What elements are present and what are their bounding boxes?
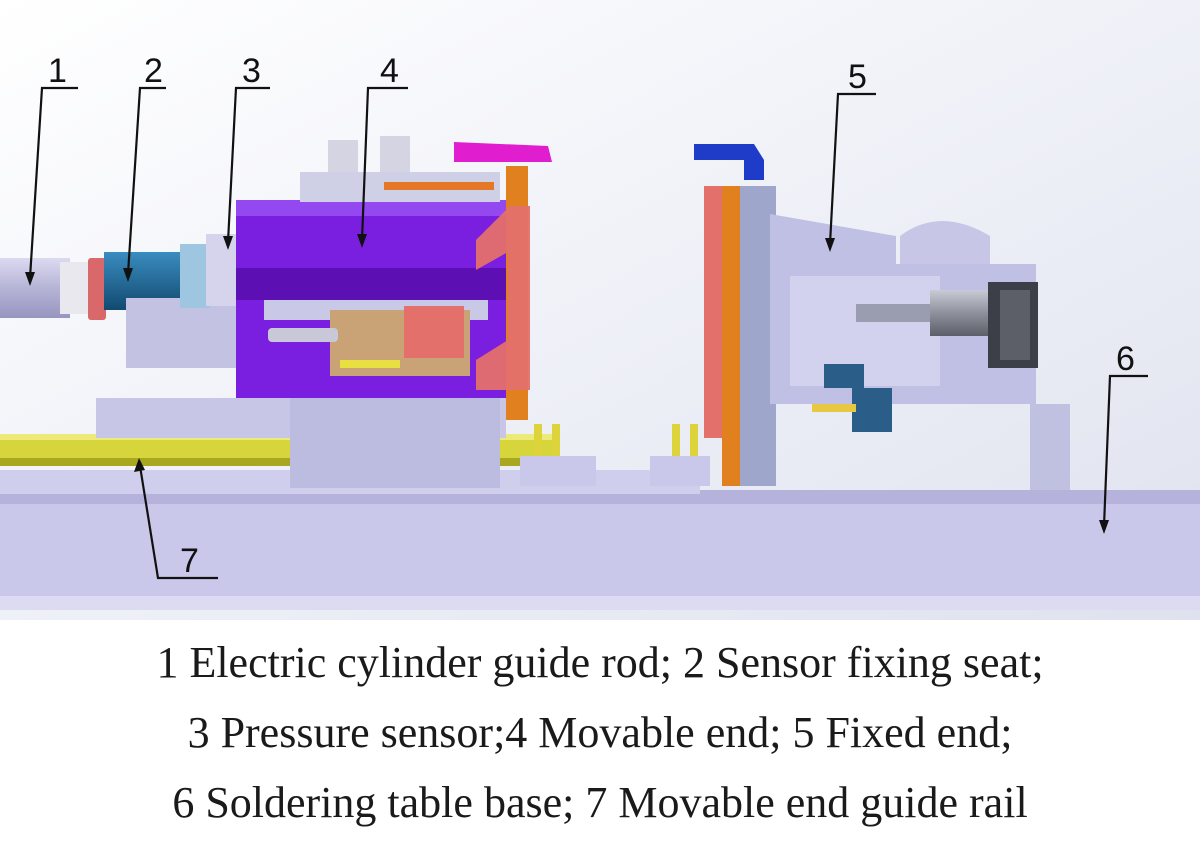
callout-lines <box>25 86 1148 580</box>
welding-fixture-diagram: 1 2 3 4 5 6 7 <box>0 0 1200 620</box>
electric-cylinder-guide-rod <box>0 258 90 318</box>
caption-line-2: 3 Pressure sensor;4 Movable end; 5 Fixed… <box>187 708 1013 757</box>
callout-6: 6 <box>1116 340 1135 378</box>
callout-5: 5 <box>848 58 867 96</box>
callout-4: 4 <box>380 52 399 90</box>
fixed-end <box>694 144 1070 490</box>
soldering-table-base <box>0 470 1200 610</box>
movable-end <box>96 136 552 488</box>
callout-1: 1 <box>48 52 67 90</box>
caption-line-1: 1 Electric cylinder guide rod; 2 Sensor … <box>156 638 1044 687</box>
sensor-fixing-seat <box>88 252 236 368</box>
callout-labels: 1 2 3 4 5 6 7 <box>48 52 1135 580</box>
caption-line-3: 6 Soldering table base; 7 Movable end gu… <box>172 778 1028 827</box>
figure-caption: 1 Electric cylinder guide rod; 2 Sensor … <box>0 628 1200 843</box>
callout-2: 2 <box>144 52 163 90</box>
clamp-pins <box>520 424 710 486</box>
callout-3: 3 <box>242 52 261 90</box>
callout-7: 7 <box>180 542 199 580</box>
pressure-sensor <box>180 234 240 308</box>
